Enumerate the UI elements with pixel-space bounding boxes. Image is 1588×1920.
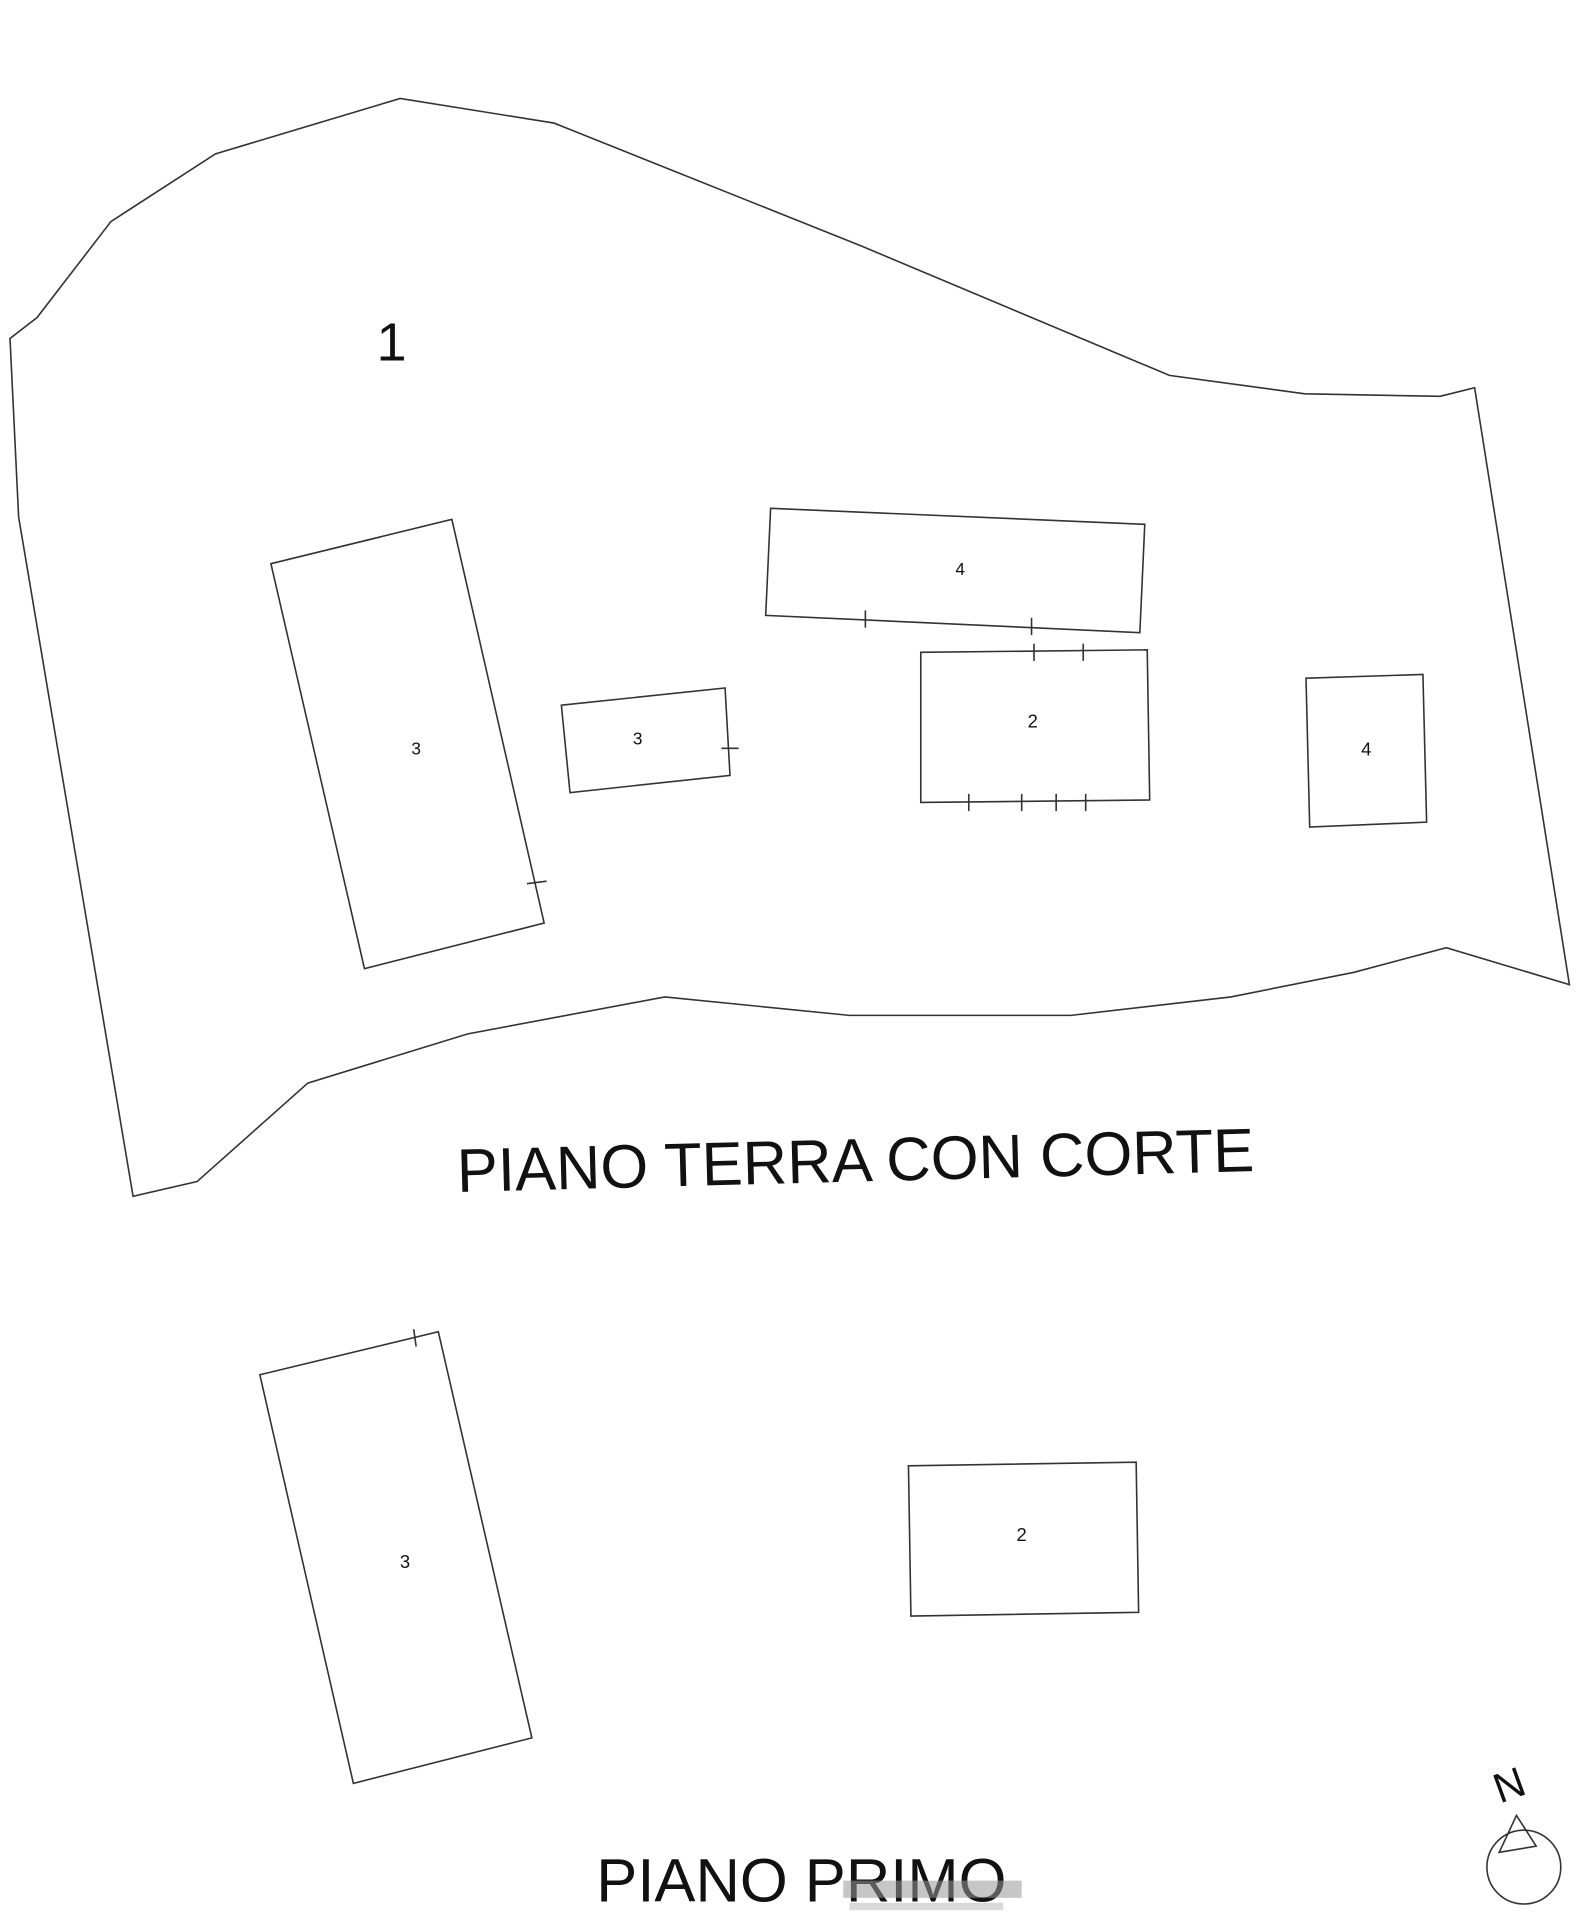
north-arrow-icon: N — [1486, 1758, 1562, 1905]
ground-floor-title: PIANO TERRA CON CORTE — [456, 1116, 1255, 1206]
unit-label: 3 — [633, 729, 643, 749]
unit-label: 3 — [400, 1551, 410, 1572]
ground-unit-4-right: 4 — [1305, 673, 1428, 828]
first-unit-3: 3 — [258, 1329, 533, 1785]
unit-label: 2 — [1028, 710, 1038, 731]
unit-label: 2 — [1017, 1524, 1027, 1545]
first-unit-2: 2 — [907, 1461, 1140, 1617]
unit-label: 3 — [411, 738, 421, 758]
court-boundary — [9, 97, 1571, 1198]
unit-label: 4 — [955, 559, 965, 579]
ground-unit-3-large: 3 — [269, 518, 547, 970]
stamp-mark — [843, 1880, 1022, 1911]
north-label: N — [1487, 1758, 1531, 1813]
ground-unit-3-small: 3 — [560, 687, 739, 794]
ground-unit-4-top: 4 — [764, 507, 1146, 636]
court-label: 1 — [376, 313, 406, 373]
ground-unit-2: 2 — [919, 643, 1151, 812]
unit-label: 4 — [1361, 739, 1371, 760]
